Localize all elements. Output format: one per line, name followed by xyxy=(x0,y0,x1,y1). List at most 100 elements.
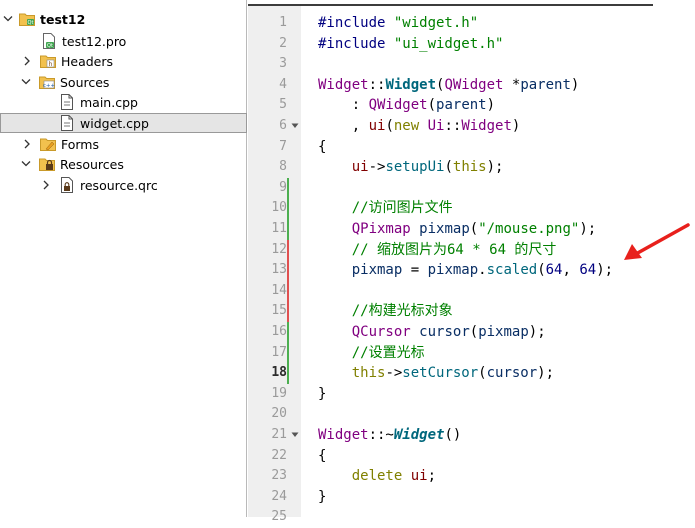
fold-arrow-icon[interactable] xyxy=(291,425,301,446)
svg-text:Qt: Qt xyxy=(28,20,34,26)
code-text: } xyxy=(318,385,327,402)
code-line[interactable]: 7 { xyxy=(248,137,695,158)
code-line-current[interactable]: 18 this->setCursor(cursor); xyxy=(248,363,695,384)
line-number: 4 xyxy=(279,76,287,92)
code-line[interactable]: 3 xyxy=(248,54,695,75)
code-text: { xyxy=(318,447,327,464)
change-marker xyxy=(287,301,289,322)
line-number: 8 xyxy=(279,159,287,175)
code-line[interactable]: 2 #include "ui_widget.h" xyxy=(248,34,695,55)
change-marker xyxy=(287,219,289,240)
chevron-down-icon[interactable] xyxy=(21,76,31,88)
line-number: 16 xyxy=(271,324,287,339)
code-line[interactable]: 9 xyxy=(248,177,695,199)
code-line[interactable]: 22 { xyxy=(248,446,695,467)
change-marker xyxy=(287,177,289,199)
line-number: 23 xyxy=(271,468,287,484)
code-line[interactable]: 11 QPixmap pixmap("/mouse.png"); xyxy=(248,219,695,240)
line-number: 12 xyxy=(271,241,287,257)
code-line[interactable]: 23 delete ui; xyxy=(248,466,695,487)
code-line[interactable]: 8 ui->setupUi(this); xyxy=(248,157,695,178)
change-marker xyxy=(287,322,289,343)
resources-folder-icon xyxy=(39,156,55,172)
code-line[interactable]: 20 xyxy=(248,404,695,425)
code-line[interactable]: 16 QCursor cursor(pixmap); xyxy=(248,322,695,343)
tree-item-test12-pro[interactable]: Qt test12.pro xyxy=(0,31,247,51)
line-number: 1 xyxy=(279,15,287,30)
chevron-right-icon[interactable] xyxy=(41,179,51,191)
line-number: 5 xyxy=(279,97,287,113)
sources-folder-icon: c++ xyxy=(39,74,55,90)
code-comment: //构建光标对象 xyxy=(318,303,453,320)
svg-text:Qt: Qt xyxy=(47,43,53,49)
code-line[interactable]: 6 , ui(new Ui::Widget) xyxy=(248,116,695,137)
code-text: this->setCursor(cursor); xyxy=(351,365,555,382)
code-line[interactable]: 25 xyxy=(248,507,695,528)
chevron-right-icon[interactable] xyxy=(22,55,32,67)
code-line[interactable]: 1 #include "widget.h" xyxy=(248,13,695,34)
code-line[interactable]: 19 } xyxy=(248,384,695,405)
tree-item-forms[interactable]: Forms xyxy=(0,134,247,154)
tree-item-test12[interactable]: Qt test12 xyxy=(0,9,247,29)
tree-item-label: Forms xyxy=(61,136,100,152)
code-line[interactable]: 4 Widget::Widget(QWidget *parent) xyxy=(248,75,695,96)
line-number-gutter xyxy=(248,6,288,517)
code-editor[interactable]: 1 #include "widget.h" 2 #include "ui_wid… xyxy=(248,0,695,524)
fold-column xyxy=(288,6,301,517)
line-number: 13 xyxy=(271,262,287,278)
fold-arrow-icon[interactable] xyxy=(291,116,301,137)
code-text: delete ui; xyxy=(351,468,437,485)
line-number: 20 xyxy=(271,406,287,422)
line-number: 19 xyxy=(271,385,287,401)
tree-item-label: test12.pro xyxy=(62,33,127,49)
change-marker xyxy=(287,198,289,219)
tree-item-label: widget.cpp xyxy=(80,115,149,131)
chevron-right-icon[interactable] xyxy=(22,138,32,150)
line-number: 18 xyxy=(271,365,287,381)
code-line[interactable]: 13 pixmap = pixmap.scaled(64, 64); xyxy=(248,260,695,281)
tree-item-label: Headers xyxy=(61,53,114,69)
tree-item-label: test12 xyxy=(40,11,86,27)
tree-item-label: resource.qrc xyxy=(80,177,158,193)
code-text: , ui(new Ui::Widget) xyxy=(318,118,521,134)
code-text: QPixmap pixmap("/mouse.png"); xyxy=(351,221,597,237)
line-number: 3 xyxy=(279,56,287,72)
code-line[interactable]: 14 xyxy=(248,280,695,302)
code-line[interactable]: 17 //设置光标 xyxy=(248,342,695,364)
code-text: : QWidget(parent) xyxy=(318,97,496,114)
cpp-file-icon xyxy=(59,115,75,131)
code-comment: // 缩放图片为64 * 64 的尺寸 xyxy=(318,241,557,258)
line-number: 24 xyxy=(271,488,287,504)
change-marker xyxy=(287,260,289,281)
code-comment: //访问图片文件 xyxy=(318,200,453,217)
tree-item-label: Sources xyxy=(60,74,110,90)
tree-item-headers[interactable]: h Headers xyxy=(0,51,247,71)
pro-file-icon: Qt xyxy=(41,33,57,49)
tree-item-resources[interactable]: Resources xyxy=(0,154,247,174)
svg-text:c++: c++ xyxy=(43,83,55,89)
editor-top-border xyxy=(248,4,653,6)
line-number: 21 xyxy=(271,427,287,442)
chevron-down-icon[interactable] xyxy=(21,158,31,170)
line-number: 11 xyxy=(271,221,287,236)
cpp-file-icon xyxy=(59,94,75,110)
code-line[interactable]: 12 // 缩放图片为64 * 64 的尺寸 xyxy=(248,239,695,261)
code-line[interactable]: 21 Widget::~Widget() xyxy=(248,425,695,446)
headers-folder-icon: h xyxy=(40,53,56,69)
line-number: 6 xyxy=(279,118,287,133)
change-marker xyxy=(287,239,289,261)
tree-item-sources[interactable]: c++ Sources xyxy=(0,72,247,92)
svg-text:h: h xyxy=(49,61,53,68)
tree-item-resource-qrc[interactable]: resource.qrc xyxy=(0,175,247,195)
tree-item-main-cpp[interactable]: main.cpp xyxy=(0,92,247,112)
chevron-down-icon[interactable] xyxy=(3,13,13,25)
code-text: ui->setupUi(this); xyxy=(351,159,504,176)
code-line[interactable]: 24 } xyxy=(248,487,695,508)
line-number: 14 xyxy=(271,282,287,298)
code-line[interactable]: 10 //访问图片文件 xyxy=(248,198,695,219)
code-text: Widget::~Widget() xyxy=(318,427,462,443)
tree-item-widget-cpp[interactable]: widget.cpp xyxy=(0,113,247,133)
code-line[interactable]: 15 //构建光标对象 xyxy=(248,301,695,322)
line-number: 22 xyxy=(271,447,287,463)
code-line[interactable]: 5 : QWidget(parent) xyxy=(248,95,695,116)
